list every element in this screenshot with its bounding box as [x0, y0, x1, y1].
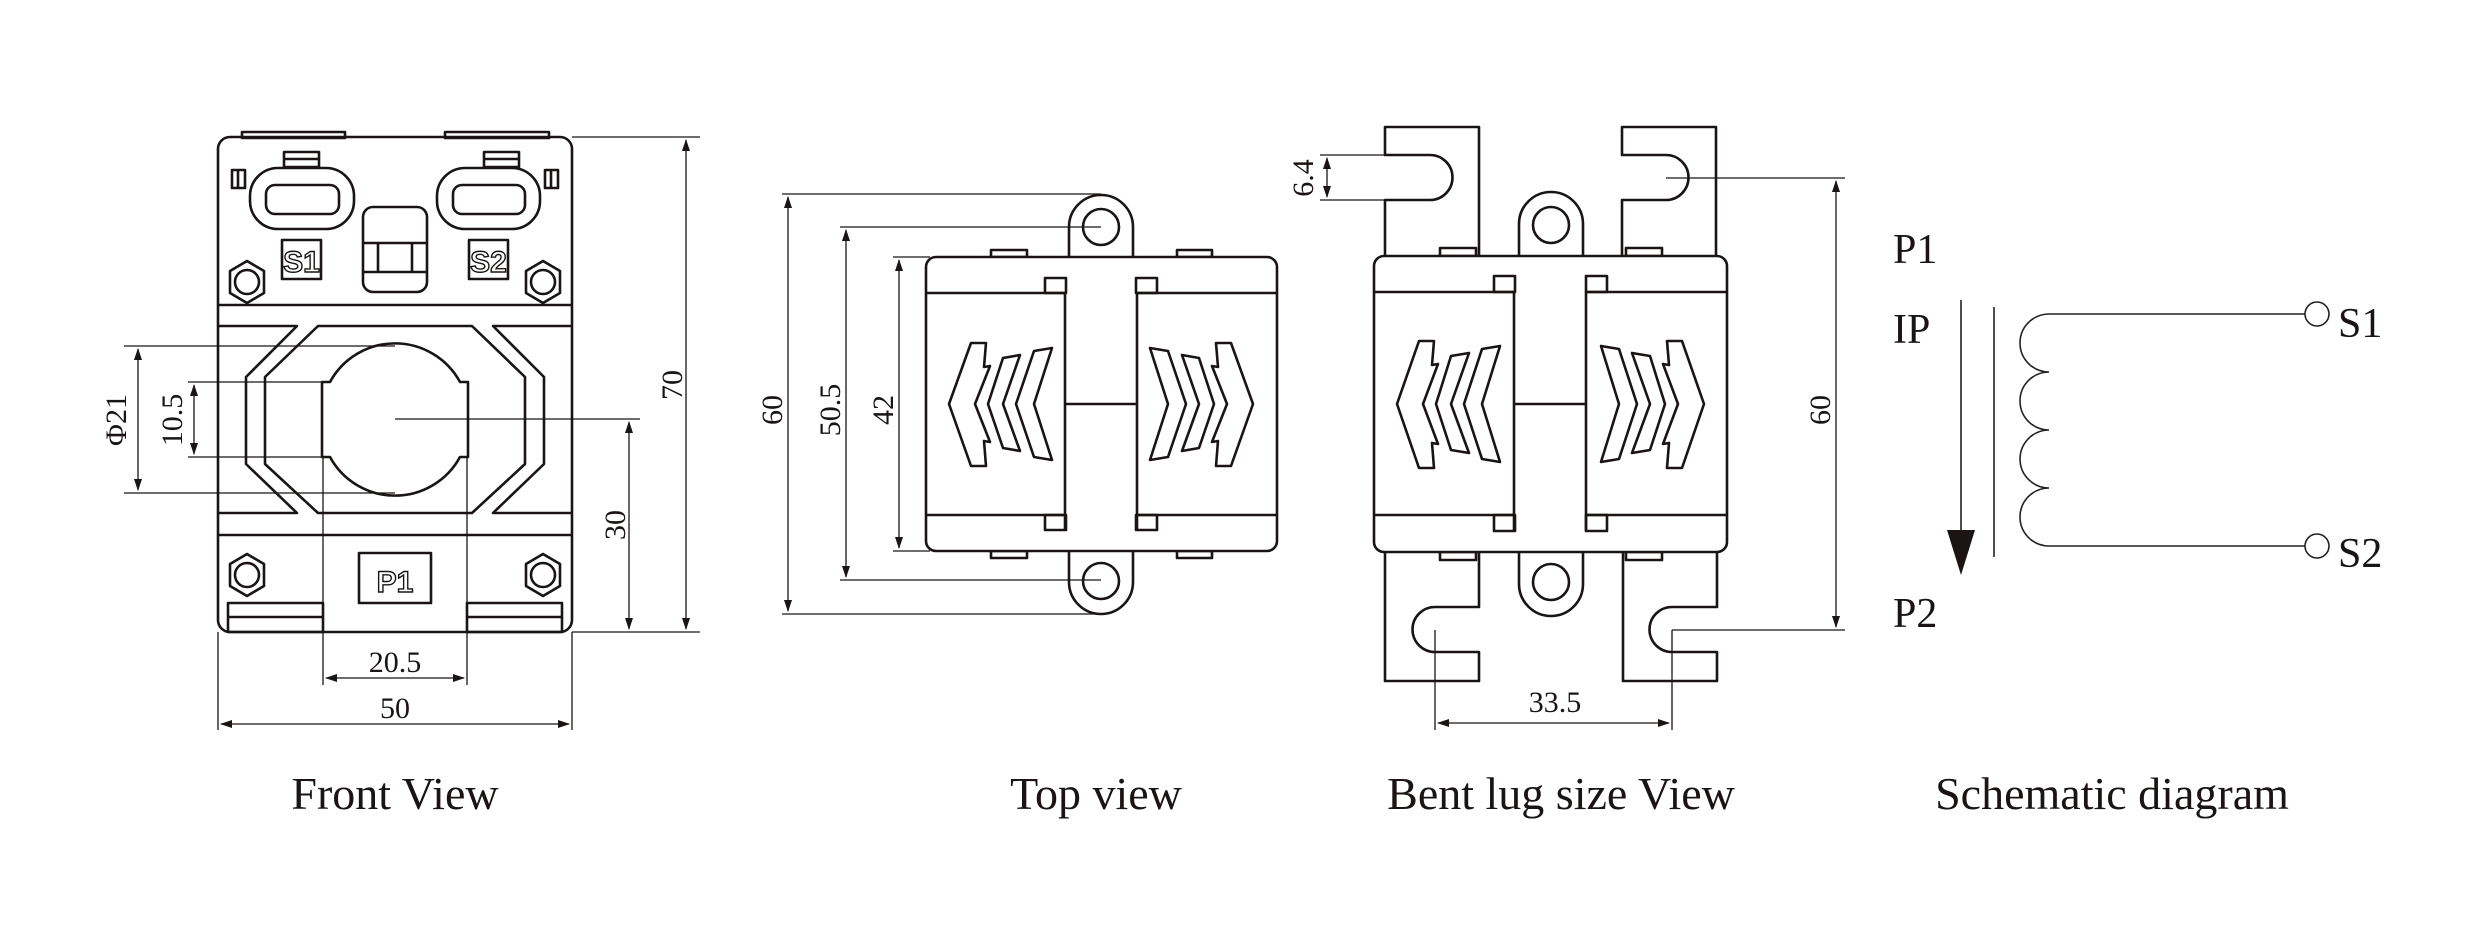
- dim-slot-6-4: 6.4: [1287, 159, 1320, 197]
- current-ip-label: IP: [1893, 307, 1930, 353]
- label-box-p1: [357, 551, 433, 605]
- mount-hole: [1531, 205, 1571, 245]
- mount-lug: [1067, 551, 1135, 616]
- dimension-lines: [782, 193, 1101, 615]
- bent-lug-view: 6.4 60 33.5 Bent lug size View: [1287, 125, 1845, 819]
- schematic-diagram: P1 IP P2 S1 S2 Schematic diagram: [1893, 227, 2382, 819]
- label-s1: S1: [283, 246, 320, 279]
- terminal-p1-label: P1: [1893, 227, 1937, 273]
- dimension-lines: [124, 136, 700, 730]
- terminal-p2-label: P2: [1893, 591, 1937, 637]
- bent-lug-bottom-left: [1383, 552, 1481, 683]
- mount-hole: [1531, 562, 1571, 602]
- dim-width-50: 50: [380, 692, 410, 725]
- chevron-right-icon: [1148, 341, 1255, 468]
- label-box-s1: [280, 238, 323, 281]
- dim-diameter-21: Φ21: [100, 394, 133, 446]
- hex-nut-icon: [228, 259, 266, 305]
- mount-lug: [1067, 193, 1135, 257]
- dim-body-42: 42: [867, 395, 900, 425]
- terminal-s2-icon: [2304, 533, 2330, 559]
- dimension-lines: [1320, 154, 1845, 730]
- top-view: 60 50.5 42 Top view: [756, 193, 1279, 819]
- terminal-s1-outer: [248, 166, 356, 231]
- primary-window: [320, 342, 470, 497]
- caption-top-view: Top view: [1010, 768, 1183, 819]
- center-clip: [361, 205, 429, 294]
- chevron-left-icon: [947, 341, 1054, 468]
- label-box-s2: [467, 238, 510, 281]
- dim-mount-50-5: 50.5: [814, 384, 847, 437]
- label-s2: S2: [470, 246, 507, 279]
- mount-hole: [1081, 561, 1121, 601]
- bent-lug-bottom-right: [1621, 552, 1719, 683]
- mount-lug: [1517, 190, 1585, 256]
- terminal-s2-inner: [451, 183, 527, 216]
- chevron-left-icon: [1395, 339, 1502, 470]
- dim-overall-60: 60: [756, 395, 789, 425]
- front-body: [216, 135, 574, 634]
- chevron-right-icon: [1599, 339, 1706, 470]
- front-view: S1 S2 P1: [100, 130, 700, 819]
- caption-bent-lug-view: Bent lug size View: [1387, 768, 1735, 819]
- hex-nut-icon: [228, 552, 266, 598]
- dim-window-20-5: 20.5: [369, 646, 422, 679]
- terminal-s1-inner: [264, 183, 341, 216]
- dim-height-70: 70: [656, 370, 689, 400]
- window-frame: [218, 324, 572, 515]
- hex-nut-icon: [524, 259, 562, 305]
- label-p1: P1: [377, 566, 414, 599]
- bent-lug-top-right: [1620, 125, 1718, 256]
- dim-center-30: 30: [599, 510, 632, 540]
- dim-lug-spacing-33-5: 33.5: [1529, 686, 1582, 719]
- dim-flat-10-5: 10.5: [156, 394, 189, 447]
- caption-front-view: Front View: [291, 768, 499, 819]
- caption-schematic: Schematic diagram: [1935, 768, 2289, 819]
- mount-lug: [1517, 552, 1585, 618]
- terminal-s2-label: S2: [2338, 531, 2382, 577]
- terminal-s2-outer: [435, 166, 542, 231]
- hex-nut-icon: [524, 552, 562, 598]
- arrow-down-icon: [1947, 530, 1975, 575]
- terminal-s1-icon: [2304, 301, 2330, 327]
- dim-lug-pitch-60: 60: [1804, 395, 1837, 425]
- bent-lug-top-left: [1383, 125, 1481, 256]
- secondary-coil: [2019, 313, 2050, 547]
- terminal-s1-label: S1: [2338, 301, 2382, 347]
